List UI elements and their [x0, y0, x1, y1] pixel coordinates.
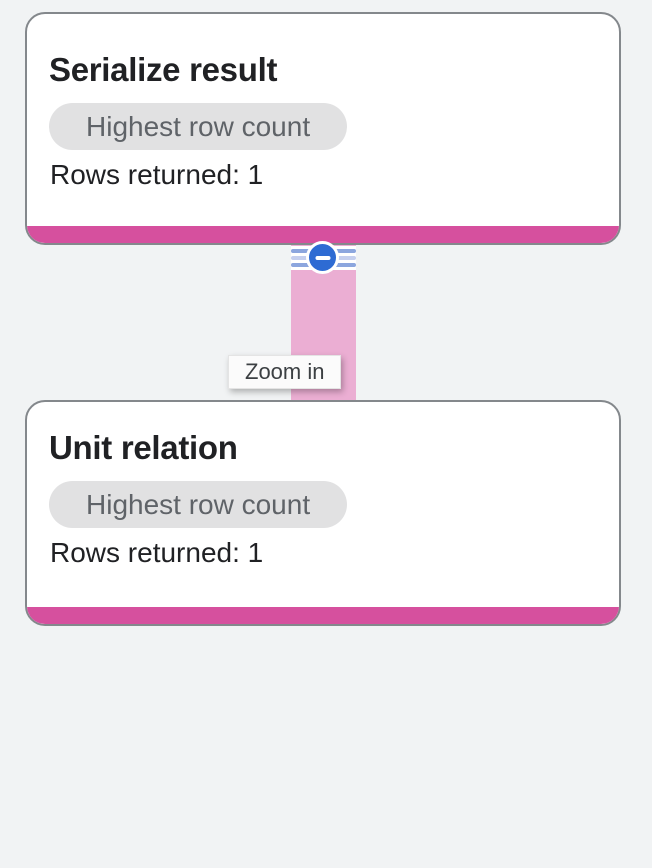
rows-returned-label: Rows returned: 1 [50, 159, 264, 191]
node-accent-bar [27, 226, 619, 243]
node-accent-bar [27, 607, 619, 624]
zoom-in-tooltip: Zoom in [228, 355, 342, 389]
highest-row-count-badge: Highest row count [49, 103, 348, 151]
graph-node-unit-relation[interactable]: Unit relation Highest row count Rows ret… [25, 400, 621, 626]
minus-icon [315, 255, 330, 260]
collapse-edge-button[interactable] [306, 241, 339, 274]
node-title: Serialize result [49, 51, 278, 88]
highest-row-count-badge: Highest row count [49, 481, 348, 529]
rows-returned-label: Rows returned: 1 [50, 537, 264, 569]
node-title: Unit relation [49, 429, 238, 466]
graph-node-serialize-result[interactable]: Serialize result Highest row count Rows … [25, 12, 621, 245]
